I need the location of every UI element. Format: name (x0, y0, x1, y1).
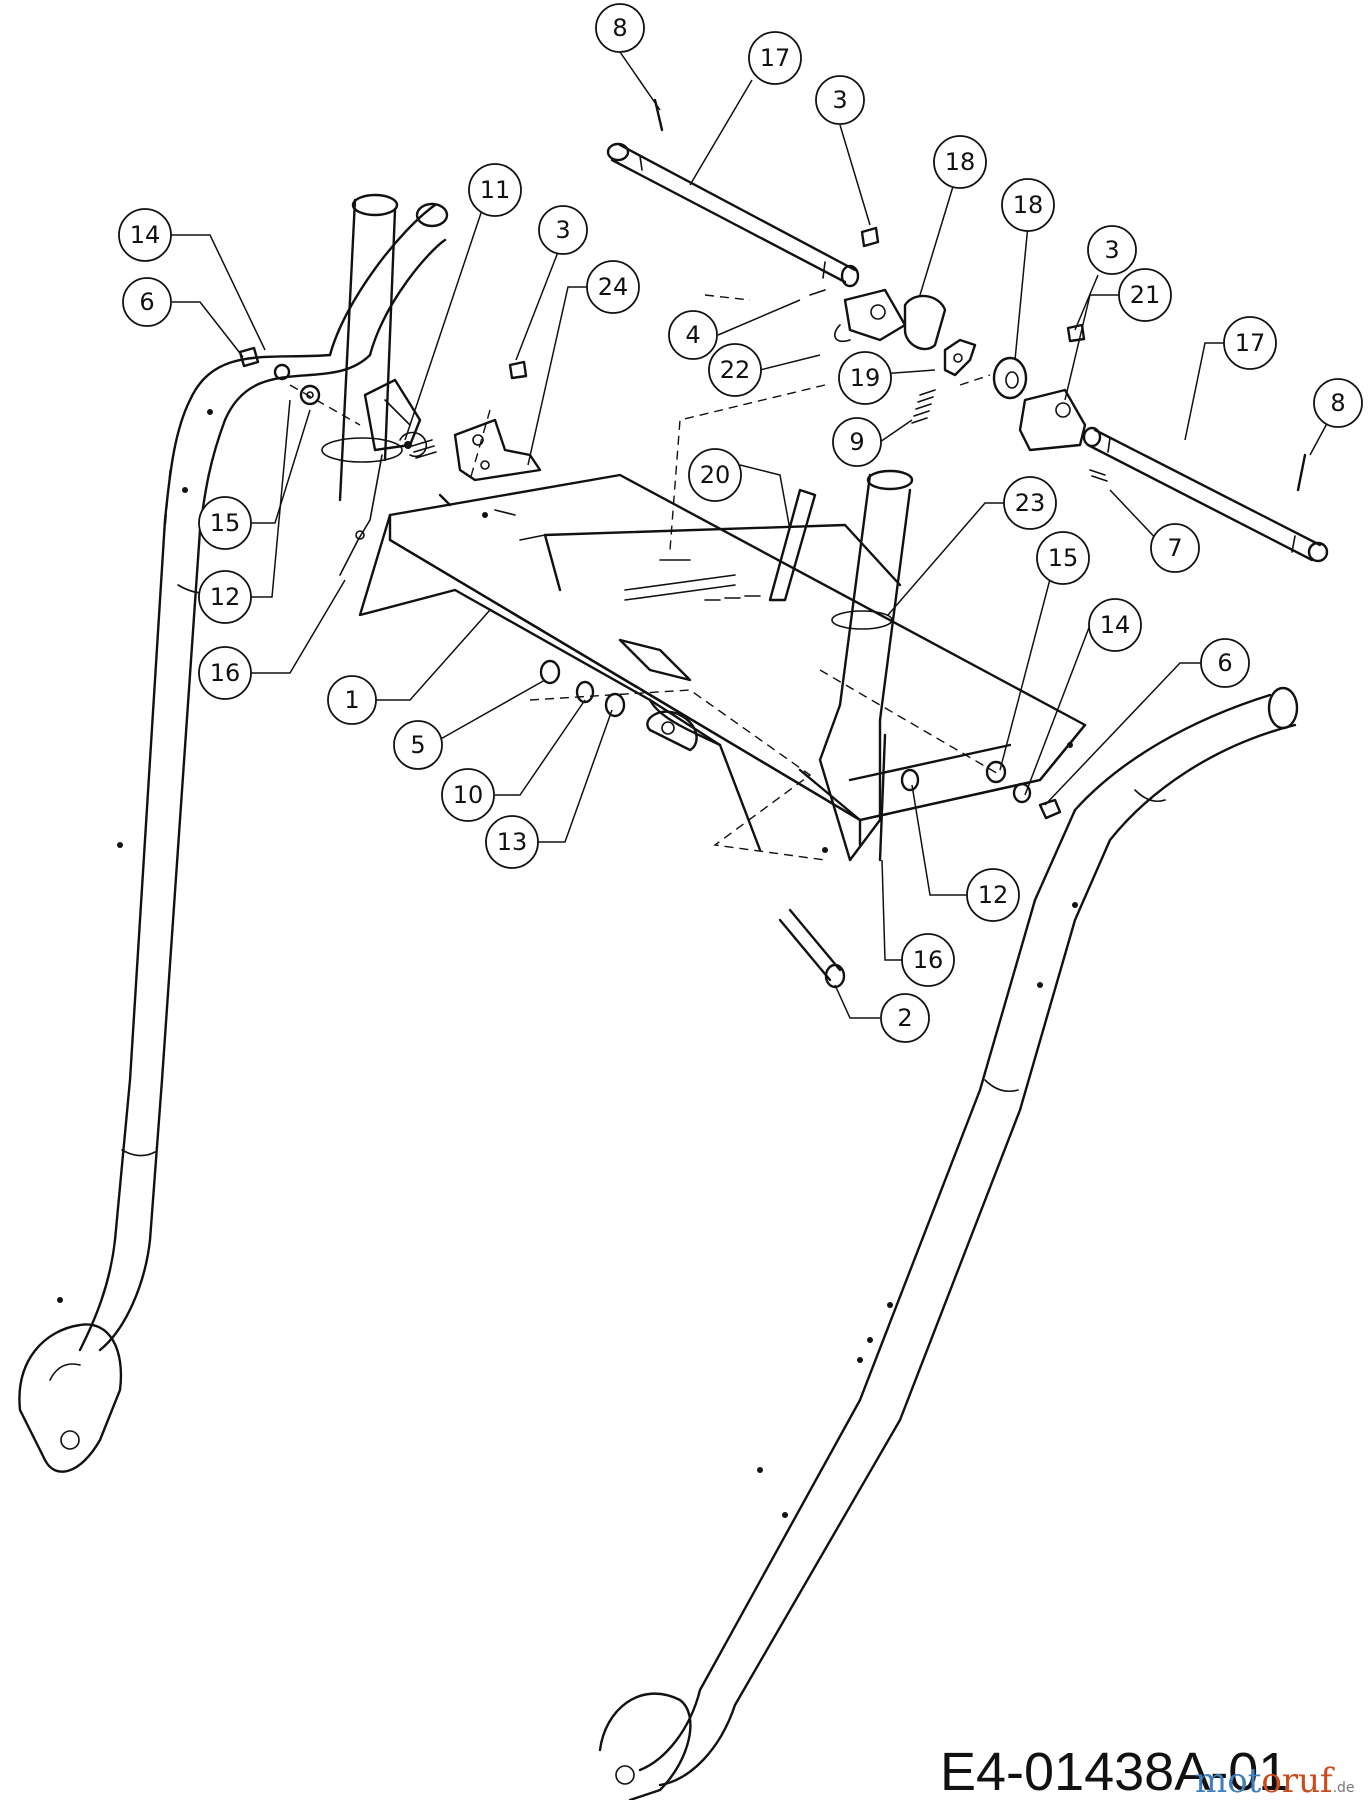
svg-text:6: 6 (139, 288, 154, 316)
watermark-part1: mot (1195, 1761, 1262, 1800)
callout-6-right: 6 (1200, 638, 1250, 688)
document-id: E4-01438A-01 (940, 1742, 1288, 1800)
callout-15-left: 15 (198, 496, 252, 550)
callout-3-right: 3 (1087, 225, 1137, 275)
svg-text:3: 3 (832, 86, 847, 114)
svg-text:16: 16 (913, 946, 944, 974)
svg-text:12: 12 (210, 583, 241, 611)
left-cable (339, 454, 383, 576)
assembly-lines (289, 294, 1001, 861)
svg-text:motoruf.de: motoruf.de (1195, 1761, 1355, 1800)
svg-text:17: 17 (1235, 329, 1266, 357)
left-upright-tube (321, 193, 403, 502)
watermark-suffix: .de (1333, 1780, 1355, 1796)
callout-4: 4 (668, 310, 718, 360)
detent-disk-right (992, 356, 1028, 400)
svg-text:18: 18 (945, 148, 976, 176)
callout-16-right: 16 (901, 933, 955, 987)
svg-text:5: 5 (410, 731, 425, 759)
right-handle-tube (598, 686, 1299, 1800)
svg-text:20: 20 (700, 461, 731, 489)
callout-17-right: 17 (1223, 316, 1277, 370)
svg-text:10: 10 (453, 781, 484, 809)
callout-14-right: 14 (1088, 598, 1142, 652)
svg-text:23: 23 (1015, 489, 1046, 517)
svg-text:8: 8 (1330, 389, 1345, 417)
svg-text:22: 22 (720, 356, 751, 384)
watermark: motoruf.de (1195, 1761, 1355, 1800)
svg-text:6: 6 (1217, 649, 1232, 677)
svg-text:14: 14 (130, 221, 161, 249)
callout-22: 22 (708, 343, 762, 397)
console-panel (358, 473, 1087, 853)
callout-7: 7 (1150, 523, 1200, 573)
right-shaft (1082, 426, 1329, 563)
callout-1: 1 (327, 675, 377, 725)
callout-12-left: 12 (198, 570, 252, 624)
callout-18-right: 18 (1001, 178, 1055, 232)
pawl (943, 338, 977, 377)
svg-text:1: 1 (344, 686, 359, 714)
callout-6-left: 6 (122, 277, 172, 327)
callout-20: 20 (688, 448, 742, 502)
svg-text:17: 17 (760, 44, 791, 72)
svg-text:15: 15 (1048, 544, 1079, 572)
callout-14-left: 14 (118, 208, 172, 262)
callout-5: 5 (393, 720, 443, 770)
svg-text:3: 3 (1104, 236, 1119, 264)
callout-13: 13 (485, 815, 539, 869)
callout-12-right: 12 (966, 868, 1020, 922)
callout-19: 19 (838, 351, 892, 405)
callout-23: 23 (1003, 476, 1057, 530)
svg-text:16: 16 (210, 659, 241, 687)
callout-2: 2 (880, 993, 930, 1043)
callout-8-top: 8 (595, 3, 645, 53)
watermark-part2: oruf (1261, 1761, 1335, 1800)
svg-text:8: 8 (612, 14, 627, 42)
center-bracket (453, 418, 542, 482)
callout-16-left: 16 (198, 646, 252, 700)
callout-3-left: 3 (538, 205, 588, 255)
left-handle-tube (18, 202, 449, 1473)
svg-text:14: 14 (1100, 611, 1131, 639)
svg-text:21: 21 (1130, 281, 1161, 309)
callout-11: 11 (468, 163, 522, 217)
callout-3-top: 3 (815, 75, 865, 125)
svg-text:18: 18 (1013, 191, 1044, 219)
svg-text:19: 19 (850, 364, 881, 392)
upper-shaft (606, 142, 860, 288)
callout-15-right: 15 (1036, 531, 1090, 585)
svg-text:9: 9 (849, 428, 864, 456)
fasteners (238, 98, 1307, 989)
spring (911, 389, 936, 424)
svg-text:3: 3 (555, 216, 570, 244)
svg-text:12: 12 (978, 881, 1009, 909)
callout-8-right: 8 (1313, 378, 1363, 428)
svg-text:7: 7 (1167, 534, 1182, 562)
svg-text:4: 4 (685, 321, 700, 349)
callouts: 8 17 3 18 18 11 3 3 14 24 21 17 6 4 22 1… (118, 3, 1363, 1043)
svg-text:24: 24 (598, 273, 629, 301)
right-bracket (1018, 388, 1087, 452)
callout-21: 21 (1118, 268, 1172, 322)
detent-disk-left (903, 294, 947, 351)
right-upright-tube (818, 469, 914, 862)
callout-17-top: 17 (748, 31, 802, 85)
left-pivot-bracket (363, 378, 437, 459)
callout-18-left: 18 (933, 135, 987, 189)
svg-text:13: 13 (497, 828, 528, 856)
lever (768, 488, 817, 602)
svg-text:2: 2 (897, 1004, 912, 1032)
callout-9: 9 (832, 417, 882, 467)
callout-10: 10 (441, 768, 495, 822)
callout-24: 24 (586, 260, 640, 314)
shift-plate (834, 288, 907, 343)
svg-text:15: 15 (210, 509, 241, 537)
svg-text:11: 11 (480, 176, 511, 204)
